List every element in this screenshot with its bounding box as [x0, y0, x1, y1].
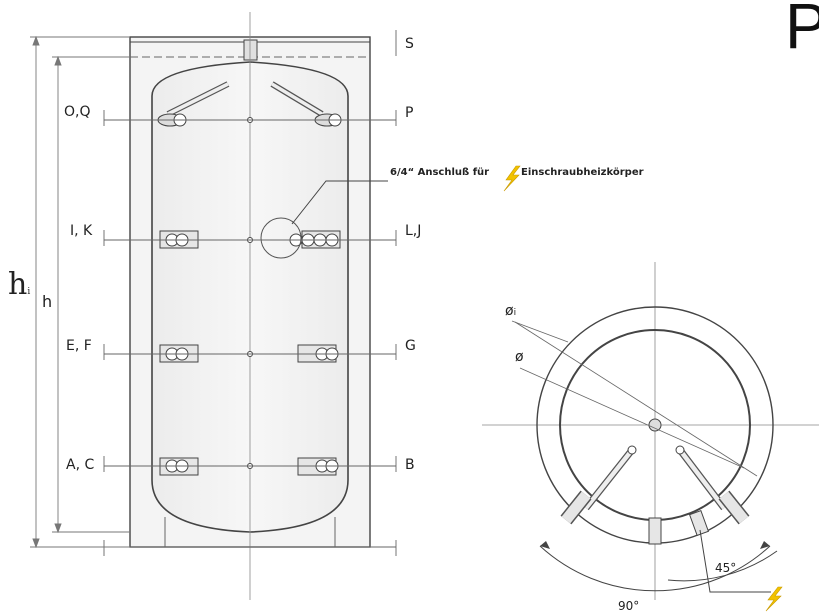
connection-b [297, 457, 339, 476]
inner-diameter-leader [519, 367, 745, 469]
heater-note-prefix: 6/4“ Anschluß für [390, 167, 490, 178]
height-ticks [103, 30, 397, 556]
section-bottom-connection [648, 517, 662, 545]
section-pipe-left [560, 445, 637, 525]
heater-note-suffix: Einschraubheizkörper [521, 167, 644, 178]
connection-g [297, 344, 339, 363]
connection-ac [159, 457, 199, 476]
outer-diameter-leader [514, 321, 758, 477]
label-outer-diameter-main: ø [505, 303, 514, 319]
angle-arrow [760, 541, 770, 549]
section-pipe-right [675, 445, 750, 525]
angle-arrow [540, 541, 550, 549]
label-h: h [42, 292, 53, 311]
label-g: G [405, 338, 416, 354]
label-hi-main: h [8, 267, 28, 302]
outer-diameter-label-line [511, 320, 569, 343]
label-lj: L,J [405, 223, 422, 239]
tank-front-view [30, 12, 397, 600]
connection-ef [159, 344, 199, 363]
label-s: S [405, 36, 414, 52]
lightning-icon [765, 586, 783, 612]
heater-note-leader [291, 180, 388, 225]
label-angle-90: 90° [618, 599, 640, 613]
heater-leader-section [699, 529, 771, 593]
label-outer-diameter: øi [505, 304, 516, 318]
angle-arc-90 [539, 545, 771, 592]
label-outer-diameter-sub: i [513, 308, 517, 318]
label-ac: A, C [66, 457, 95, 473]
dimension-hi [30, 35, 130, 549]
label-oq: O,Q [64, 104, 91, 120]
label-b: B [405, 457, 415, 473]
label-inner-diameter: ø [515, 349, 524, 365]
dimension-h [52, 55, 130, 534]
heater-detail-circle [260, 217, 302, 259]
corner-letter: P [785, 0, 819, 62]
connection-ik [159, 230, 199, 249]
label-ik: I, K [70, 223, 93, 239]
label-angle-45: 45° [715, 561, 737, 575]
top-sensor-connection [243, 39, 258, 61]
section-center [648, 418, 662, 432]
label-hi-sub: i [27, 287, 31, 297]
label-ef: E, F [66, 338, 92, 354]
lightning-icon [503, 165, 521, 192]
leader-lines [104, 119, 396, 548]
tank-section-view [482, 262, 819, 600]
label-p: P [405, 105, 414, 121]
label-hi: hi [8, 270, 30, 300]
section-heater-connection [688, 509, 710, 537]
angle-arc-45 [667, 550, 778, 582]
